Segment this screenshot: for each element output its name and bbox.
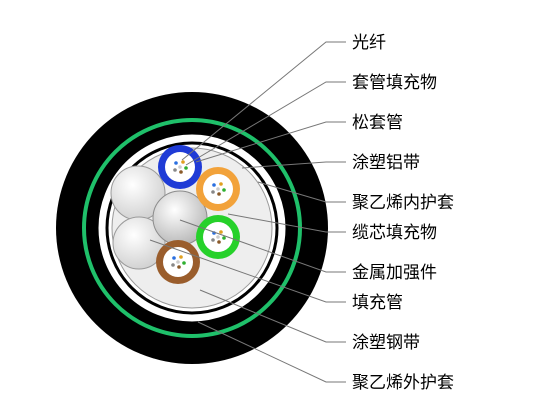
leader-line — [179, 219, 346, 273]
loose-tube-orange — [196, 167, 240, 211]
label-core-filling-compound: 缆芯填充物 — [352, 223, 437, 243]
loose-tube-blue — [158, 145, 202, 189]
leader-line — [181, 41, 346, 161]
leader-line — [241, 161, 346, 169]
leader-line — [197, 321, 346, 383]
leader-line — [257, 181, 346, 203]
label-coated-steel-tape: 涂塑钢带 — [352, 333, 420, 353]
leader-lines — [149, 41, 346, 383]
leader-line — [227, 213, 346, 233]
loose-tube-brown — [156, 240, 200, 284]
label-optical-fiber: 光纤 — [352, 33, 386, 53]
label-metal-strength-member: 金属加强件 — [352, 263, 437, 283]
label-pe-inner-sheath: 聚乙烯内护套 — [352, 193, 454, 213]
label-filler-tube: 填充管 — [352, 293, 403, 313]
label-loose-tube: 松套管 — [352, 113, 403, 133]
labels: 光纤 套管填充物 松套管 涂塑铝带 聚乙烯内护套 缆芯填充物 金属加强件 填充管… — [352, 33, 454, 393]
leader-line — [149, 239, 346, 303]
loose-tube-green — [196, 215, 240, 259]
label-coated-aluminum-tape: 涂塑铝带 — [352, 153, 420, 173]
leader-line — [199, 289, 346, 343]
leader-line — [195, 121, 346, 163]
label-tube-filling-compound: 套管填充物 — [352, 73, 437, 93]
steel-tape-ring — [82, 118, 302, 338]
leader-line — [185, 81, 346, 166]
filler-tube — [112, 216, 166, 270]
label-pe-outer-sheath: 聚乙烯外护套 — [352, 373, 454, 393]
